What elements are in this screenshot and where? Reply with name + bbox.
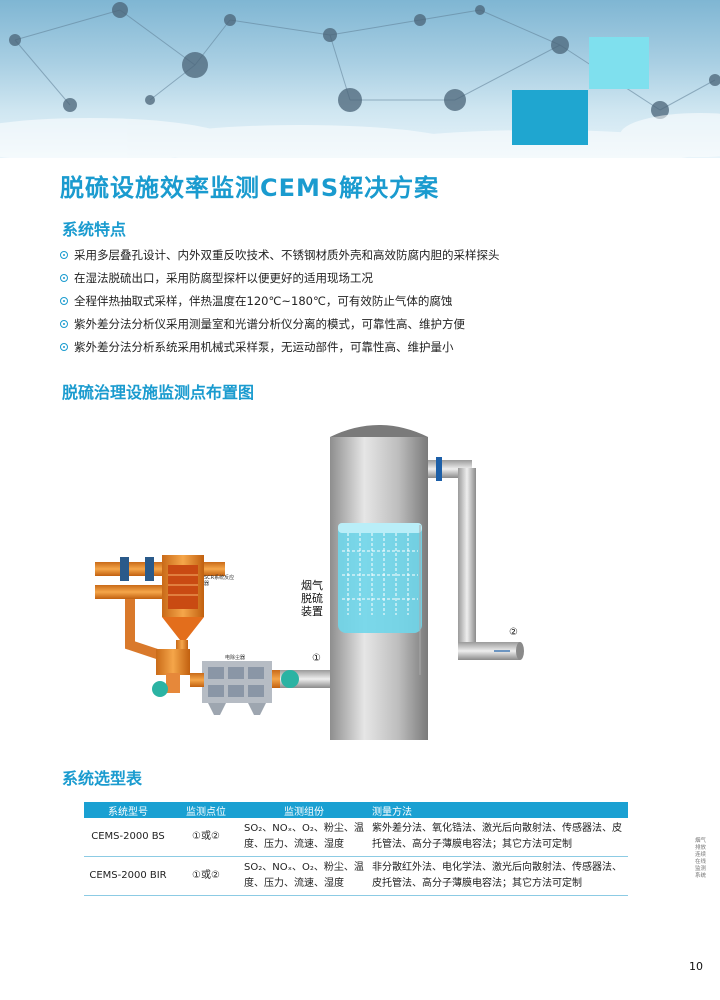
list-item: 采用多层叠孔设计、内外双重反吹技术、不锈钢材质外壳和高效防腐内胆的采样探头: [60, 243, 500, 266]
decor-square-dark: [512, 90, 588, 145]
bullet-icon: [60, 296, 68, 305]
features-heading: 系统特点: [62, 220, 127, 239]
monitoring-point-1: ①: [312, 653, 321, 664]
monitoring-point-2: ②: [509, 627, 518, 638]
model-cell: CEMS-2000 BS: [84, 818, 172, 857]
header-banner: [0, 0, 720, 158]
side-caption: 烟气排放连续在线监测系统: [695, 838, 707, 879]
model-cell: CEMS-2000 BIR: [84, 856, 172, 896]
list-item: 紫外差分法分析仪采用测量室和光谱分析仪分离的模式，可靠性高、维护方便: [60, 312, 500, 335]
esp-label: 电除尘器: [225, 655, 246, 661]
process-flow-illustration: [95, 425, 524, 740]
page-title: 脱硫设施效率监测CEMS解决方案: [60, 174, 440, 202]
list-item: 在湿法脱硫出口，采用防腐型探杆以便更好的适用现场工况: [60, 266, 500, 289]
diagram-heading: 脱硫治理设施监测点布置图: [62, 383, 255, 402]
scr-reactor-label: SCR系统反应器: [204, 575, 235, 587]
bullet-icon: [60, 342, 68, 351]
bullet-icon: [60, 250, 68, 259]
selection-table: 系统型号 监测点位 监测组份 测量方法 CEMS-2000 BS ①或② SO₂…: [84, 802, 628, 896]
methods-cell: 非分散红外法、电化学法、激光后向散射法、传感器法、皮托管法、高分子薄膜电容法；其…: [368, 856, 628, 896]
tower-label: 烟气脱硫装置: [301, 579, 323, 618]
column-header: 监测组份: [240, 802, 368, 818]
decor-square-light: [589, 37, 649, 89]
methods-cell: 紫外差分法、氧化锆法、激光后向散射法、传感器法、皮托管法、高分子薄膜电容法；其它…: [368, 818, 628, 857]
page-number: 10: [689, 960, 703, 973]
column-header: 系统型号: [84, 802, 172, 818]
column-header: 测量方法: [368, 802, 628, 818]
table-row: CEMS-2000 BS ①或② SO₂、NOₓ、O₂、粉尘、温度、压力、流速、…: [84, 818, 628, 857]
features-list: 采用多层叠孔设计、内外双重反吹技术、不锈钢材质外壳和高效防腐内胆的采样探头 在湿…: [60, 243, 500, 358]
list-item: 紫外差分法分析系统采用机械式采样泵，无运动部件，可靠性高、维护量小: [60, 335, 500, 358]
table-header-row: 系统型号 监测点位 监测组份 测量方法: [84, 802, 628, 818]
bullet-icon: [60, 319, 68, 328]
points-cell: ①或②: [172, 856, 240, 896]
monitoring-point-diagram: SCR系统反应器 电除尘器 烟气脱硫装置 ① ②: [90, 405, 540, 754]
table-row: CEMS-2000 BIR ①或② SO₂、NOₓ、O₂、粉尘、温度、压力、流速…: [84, 856, 628, 896]
selection-heading: 系统选型表: [62, 769, 143, 788]
components-cell: SO₂、NOₓ、O₂、粉尘、温度、压力、流速、湿度: [240, 818, 368, 857]
column-header: 监测点位: [172, 802, 240, 818]
bullet-icon: [60, 273, 68, 282]
points-cell: ①或②: [172, 818, 240, 857]
components-cell: SO₂、NOₓ、O₂、粉尘、温度、压力、流速、湿度: [240, 856, 368, 896]
list-item: 全程伴热抽取式采样，伴热温度在120℃~180℃，可有效防止气体的腐蚀: [60, 289, 500, 312]
